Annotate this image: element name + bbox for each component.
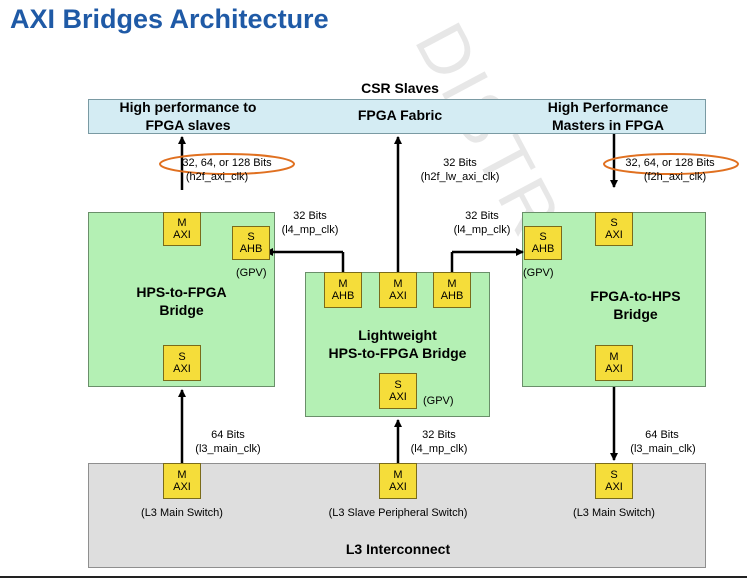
gpv-left-clk-label: (l4_mp_clk) bbox=[281, 224, 339, 236]
h2f-top-bits-label: 32, 64, or 128 Bits bbox=[182, 157, 272, 169]
port-type: M bbox=[177, 217, 187, 229]
lw-top-clk-label: (h2f_lw_axi_clk) bbox=[420, 171, 500, 183]
l3-left-switch-label: (L3 Main Switch) bbox=[141, 507, 223, 519]
port-protocol: AXI bbox=[173, 229, 191, 241]
port-type: M bbox=[609, 351, 619, 363]
port-type: M bbox=[338, 278, 348, 290]
h2f-bridge-name-line1: HPS-to-FPGA bbox=[136, 284, 227, 300]
port-protocol: AXI bbox=[389, 290, 407, 302]
lw-gpv-label: (GPV) bbox=[423, 395, 454, 407]
lw-top-bits-label: 32 Bits bbox=[443, 157, 477, 169]
lw-bridge-name-line2: HPS-to-FPGA Bridge bbox=[328, 345, 467, 361]
gpv-right-bits-label: 32 Bits bbox=[465, 210, 499, 222]
port-type: M bbox=[393, 278, 403, 290]
port-type: M bbox=[447, 278, 457, 290]
f2h-bottom-clk-label: (l3_main_clk) bbox=[630, 443, 696, 455]
f2h-bridge-name-line2: Bridge bbox=[613, 306, 658, 322]
port-protocol: AXI bbox=[605, 481, 623, 493]
f2h-width-highlight bbox=[603, 153, 739, 175]
port-protocol: AXI bbox=[173, 363, 191, 375]
lw-bottom-bits-label: 32 Bits bbox=[422, 429, 456, 441]
f2h-top-clk-label: (f2h_axi_clk) bbox=[643, 171, 707, 183]
h2f-top-clk-label: (h2f_axi_clk) bbox=[185, 171, 249, 183]
l3-right-switch-label: (L3 Main Switch) bbox=[573, 507, 655, 519]
fpga-fabric-label: FPGA Fabric bbox=[357, 107, 443, 123]
h2f-gpv-label: (GPV) bbox=[236, 267, 267, 279]
f2h-top-bits-label: 32, 64, or 128 Bits bbox=[625, 157, 715, 169]
port-protocol: AXI bbox=[173, 481, 191, 493]
f2h-bottom-bits-label: 64 Bits bbox=[645, 429, 679, 441]
l3-interconnect-label: L3 Interconnect bbox=[345, 541, 451, 557]
port-protocol: AXI bbox=[605, 363, 623, 375]
port-protocol: AHB bbox=[531, 243, 555, 255]
port-protocol: AHB bbox=[239, 243, 263, 255]
lw-bridge-name-line1: Lightweight bbox=[358, 327, 437, 343]
port-type: S bbox=[610, 469, 618, 481]
port-protocol: AHB bbox=[331, 290, 355, 302]
port-protocol: AXI bbox=[389, 481, 407, 493]
port-type: S bbox=[539, 231, 547, 243]
port-protocol: AXI bbox=[605, 229, 623, 241]
csr-slaves-label: CSR Slaves bbox=[361, 80, 439, 96]
l3-center-switch-label: (L3 Slave Peripheral Switch) bbox=[328, 507, 468, 519]
page-title: AXI Bridges Architecture bbox=[10, 4, 329, 34]
f2h-bridge-name-line1: FPGA-to-HPS bbox=[590, 288, 681, 304]
fabric-left-label-line1: High performance to bbox=[119, 99, 257, 115]
port-protocol: AHB bbox=[440, 290, 464, 302]
gpv-left-bits-label: 32 Bits bbox=[293, 210, 327, 222]
port-type: M bbox=[177, 469, 187, 481]
port-type: S bbox=[610, 217, 618, 229]
fabric-right-label-line2: Masters in FPGA bbox=[551, 117, 665, 133]
lw-bottom-clk-label: (l4_mp_clk) bbox=[410, 443, 468, 455]
h2f-bridge-name-line2: Bridge bbox=[159, 302, 204, 318]
h2f-bottom-clk-label: (l3_main_clk) bbox=[195, 443, 261, 455]
port-type: S bbox=[247, 231, 255, 243]
port-type: M bbox=[393, 469, 403, 481]
f2h-gpv-label: (GPV) bbox=[523, 267, 554, 279]
port-type: S bbox=[394, 379, 402, 391]
port-protocol: AXI bbox=[389, 391, 407, 403]
h2f-bottom-bits-label: 64 Bits bbox=[211, 429, 245, 441]
h2f-width-highlight bbox=[159, 153, 295, 175]
fabric-right-label-line1: High Performance bbox=[547, 99, 669, 115]
bottom-rule bbox=[0, 576, 747, 578]
gpv-right-clk-label: (l4_mp_clk) bbox=[453, 224, 511, 236]
port-type: S bbox=[178, 351, 186, 363]
fpga-fabric-block bbox=[88, 99, 706, 134]
fabric-left-label-line2: FPGA slaves bbox=[145, 117, 231, 133]
